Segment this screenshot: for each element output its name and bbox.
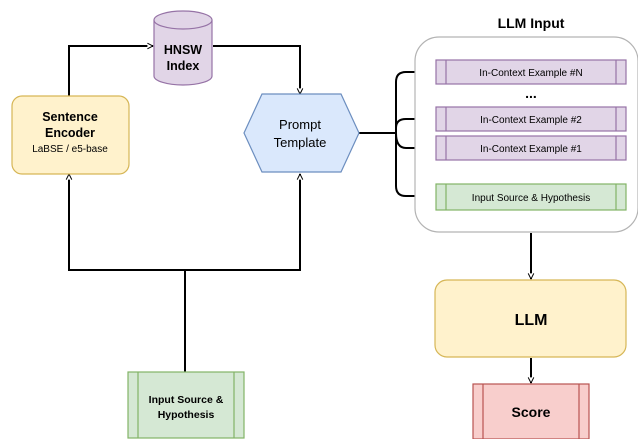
llm-label: LLM <box>515 312 548 329</box>
sentence-encoder-subtitle: LaBSE / e5-base <box>32 144 108 155</box>
sentence-encoder-box <box>11 95 130 175</box>
prompt-template-line2: Template <box>274 135 327 150</box>
hnsw-index-cylinder-body <box>153 20 213 86</box>
score-node: Score <box>472 383 590 439</box>
input-row: Input Source & Hypothesis <box>435 183 627 211</box>
input-bottom-line1: Input Source & <box>149 394 224 406</box>
fanout-example-2-edge <box>395 119 436 133</box>
example-row-n-box <box>435 59 627 85</box>
branch-to-encoder-edge <box>69 174 185 271</box>
llm-box <box>434 279 627 358</box>
llm-input-container <box>414 36 638 233</box>
score-box <box>472 383 590 439</box>
fanout-example-n-edge <box>395 72 436 133</box>
branch-to-prompt-edge <box>185 174 300 271</box>
example-row-2: In-Context Example #2 <box>435 106 627 132</box>
sentence-encoder-title-line2: Encoder <box>45 126 95 140</box>
hnsw-index-line2: Index <box>167 59 200 73</box>
index-to-prompt-edge <box>213 45 300 94</box>
example-row-1: In-Context Example #1 <box>435 135 627 161</box>
example-row-n-label: In-Context Example #N <box>479 68 582 79</box>
example-row-n: In-Context Example #N <box>435 59 627 85</box>
input-source-hypothesis-node: Input Source & Hypothesis <box>127 371 245 439</box>
score-label: Score <box>512 404 551 420</box>
examples-ellipsis: ... <box>525 85 537 101</box>
input-row-box <box>435 183 627 211</box>
prompt-template-node: Prompt Template <box>243 93 360 173</box>
llm-input-title: LLM Input <box>498 15 565 31</box>
sentence-encoder-title-line1: Sentence <box>42 110 98 124</box>
hnsw-index-line1: HNSW <box>164 43 202 57</box>
hnsw-index-cylinder-top <box>153 10 213 30</box>
sentence-encoder-node: Sentence Encoder LaBSE / e5-base <box>11 95 130 175</box>
example-row-1-box <box>435 135 627 161</box>
llm-input-group: LLM Input In-Context Example #N ... In-C… <box>414 15 638 233</box>
fanout-input-row-edge <box>395 133 436 196</box>
llm-node: LLM <box>434 279 627 358</box>
input-bottom-box <box>127 371 245 439</box>
hnsw-index-node: HNSW Index <box>153 10 213 86</box>
example-row-2-box <box>435 106 627 132</box>
prompt-template-line1: Prompt <box>279 117 321 132</box>
prompt-template-hexagon <box>243 93 360 173</box>
connectors <box>69 46 531 383</box>
input-bottom-line2: Hypothesis <box>158 409 215 421</box>
encoder-to-index-edge <box>68 46 153 96</box>
example-row-2-label: In-Context Example #2 <box>480 115 582 126</box>
input-row-label: Input Source & Hypothesis <box>472 193 590 204</box>
example-row-1-label: In-Context Example #1 <box>480 144 582 155</box>
